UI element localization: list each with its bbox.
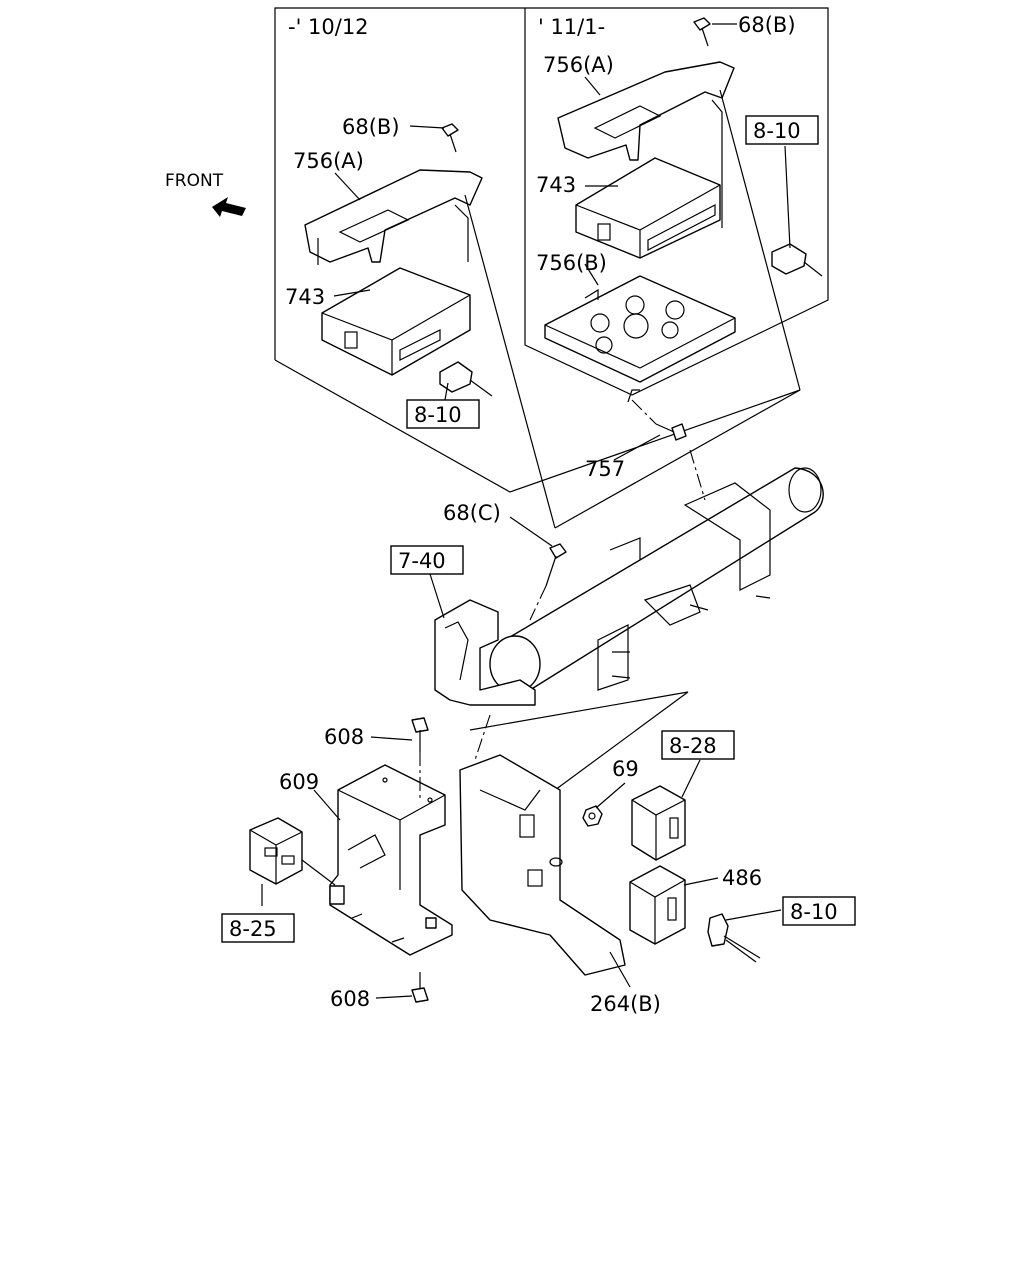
callout-743-left: 743 — [285, 285, 325, 309]
variant-panel-right: ' 11/1- — [524, 7, 829, 396]
callout-608-bottom: 608 — [330, 987, 370, 1011]
callout-743-right: 743 — [536, 173, 576, 197]
callout-8-25: 8-25 — [229, 917, 277, 941]
control-unit-743-left — [321, 267, 471, 376]
callout-69: 69 — [612, 757, 639, 781]
bolt-68b-left — [441, 123, 459, 153]
callout-609: 609 — [279, 770, 319, 794]
callout-68c: 68(C) — [443, 501, 501, 525]
bolt-68b-right — [693, 17, 711, 47]
bracket-756a-left — [304, 169, 483, 265]
control-unit-743-right — [575, 157, 721, 259]
bracket-264b — [459, 754, 626, 976]
small-bolts — [329, 885, 437, 943]
cross-member-beam — [489, 467, 824, 693]
callout-7-40: 7-40 — [398, 549, 446, 573]
bolt-757 — [631, 399, 687, 441]
ref-box-7-40 — [390, 545, 464, 575]
callout-756a-right: 756(A) — [543, 53, 614, 77]
callout-68b-left: 68(B) — [342, 115, 400, 139]
ref-box-8-10-bottom — [782, 896, 856, 926]
front-label: FRONT — [165, 171, 224, 191]
connector-left — [439, 361, 493, 397]
callout-8-10-left: 8-10 — [414, 403, 462, 427]
callout-8-28: 8-28 — [669, 734, 717, 758]
ref-box-8-10-right — [745, 115, 819, 145]
callout-486: 486 — [722, 866, 762, 890]
callout-757: 757 — [585, 457, 625, 481]
bolt-68c — [529, 543, 567, 621]
ref-box-8-10-left — [406, 399, 480, 429]
mount-7-40 — [434, 599, 536, 706]
callout-756a-left: 756(A) — [293, 149, 364, 173]
callout-8-10-bottom: 8-10 — [790, 900, 838, 924]
bracket-756a-right — [557, 61, 735, 228]
callout-8-10-right: 8-10 — [753, 119, 801, 143]
callout-264b: 264(B) — [590, 992, 661, 1016]
bracket-609 — [329, 764, 453, 956]
connector-right — [771, 243, 823, 277]
ref-box-8-28 — [661, 730, 735, 760]
connector-486 — [707, 913, 761, 963]
module-486 — [629, 865, 686, 945]
base-plate-756b — [544, 275, 736, 403]
variant-right-label: ' 11/1- — [538, 15, 605, 39]
variant-panel-left: -' 10/12 — [274, 7, 801, 493]
front-arrow-icon — [212, 197, 246, 217]
callout-756b: 756(B) — [536, 251, 607, 275]
nut-69 — [582, 805, 603, 827]
bolt-608-bottom — [411, 972, 429, 1003]
callout-608-top: 608 — [324, 725, 364, 749]
callout-68b-right: 68(B) — [738, 13, 796, 37]
bolt-608-top — [411, 717, 429, 800]
relay-8-25 — [249, 817, 336, 886]
relay-8-28 — [631, 785, 686, 861]
ref-box-8-25 — [221, 913, 295, 943]
studs — [611, 595, 771, 679]
variant-left-label: -' 10/12 — [288, 15, 369, 39]
